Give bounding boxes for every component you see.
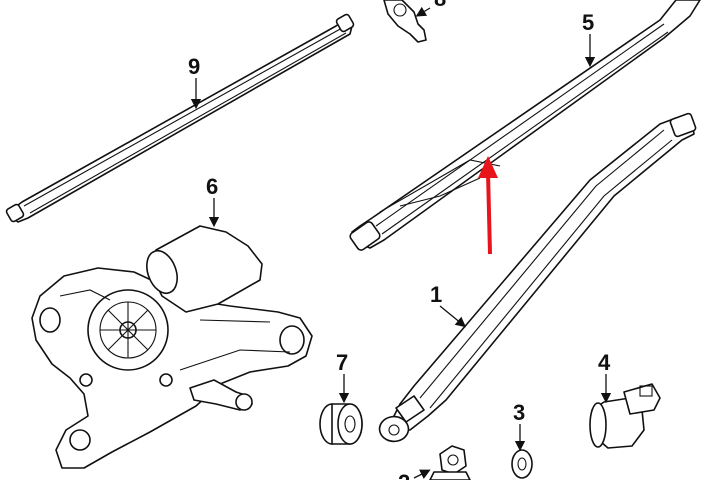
callout-3: 3	[513, 400, 525, 425]
callout-2: 2	[398, 470, 410, 480]
wiper-motor-part	[31, 198, 313, 469]
wiper-blade-part	[349, 0, 701, 251]
grommet-part	[319, 374, 363, 445]
wiper-arm-part	[378, 112, 697, 443]
callout-5: 5	[582, 10, 594, 35]
highlight-arrow	[478, 156, 498, 255]
callout-1: 1	[430, 282, 442, 307]
arm-cap-part	[589, 374, 661, 449]
callout-9: 9	[188, 54, 200, 79]
callout-8: 8	[434, 0, 446, 11]
callout-7: 7	[336, 350, 348, 375]
washer-nozzle-part	[383, 0, 431, 43]
arm-nut-part	[413, 445, 471, 480]
blade-refill-part	[5, 13, 355, 223]
washer-part	[511, 424, 533, 479]
callout-4: 4	[598, 350, 611, 375]
callout-6: 6	[206, 174, 218, 199]
